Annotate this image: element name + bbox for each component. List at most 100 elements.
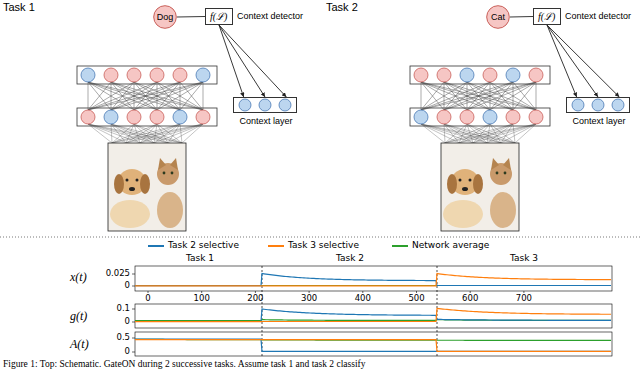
- context-neuron: [259, 99, 271, 111]
- connection-line: [515, 124, 536, 143]
- connector: [177, 16, 205, 18]
- connection-line: [180, 124, 182, 143]
- connection-line: [513, 82, 536, 110]
- connection-line: [513, 124, 515, 143]
- figure-caption: Figure 1: Top: Schematic. GateON during …: [3, 360, 365, 370]
- context-neuron: [612, 99, 624, 111]
- connection-line: [134, 124, 182, 143]
- layer-label: Context layer: [239, 117, 292, 126]
- plot-frame: [135, 304, 612, 328]
- connection-line: [88, 82, 134, 110]
- connection-line: [88, 82, 157, 110]
- neuron: [460, 68, 474, 82]
- input-image: [441, 143, 519, 231]
- phase-label: Task 2: [335, 254, 365, 263]
- connector-line: [510, 16, 533, 18]
- tick-label: 100: [194, 294, 210, 303]
- connection-line: [459, 124, 536, 143]
- tick-mark: [470, 291, 471, 293]
- data-curve: [135, 309, 611, 321]
- detector-box: f(ℒ)Context detector: [533, 8, 561, 25]
- connection-line: [134, 124, 168, 143]
- connection-line: [111, 124, 126, 143]
- connector-line: [177, 16, 205, 18]
- tick-mark: [132, 274, 135, 275]
- cat-eye: [504, 172, 507, 175]
- connector: [547, 25, 619, 97]
- connection-line: [88, 124, 126, 143]
- legend-entry: Network average: [392, 241, 489, 250]
- connection-line: [88, 82, 203, 110]
- connection-line: [111, 124, 154, 143]
- connection-line: [421, 124, 515, 143]
- connection-line: [421, 82, 422, 110]
- dog-nose: [129, 187, 135, 191]
- connection-line: [444, 82, 536, 110]
- layer-box: [77, 108, 217, 126]
- connection-line: [111, 124, 112, 143]
- connection-line: [88, 82, 111, 110]
- connection-line: [180, 82, 203, 110]
- cat-ear: [503, 158, 511, 170]
- connection-line: [134, 82, 203, 110]
- neuron: [150, 68, 164, 82]
- connection-line: [88, 82, 134, 110]
- context-neuron: [239, 99, 251, 111]
- legend-text: Network average: [412, 241, 489, 250]
- input-image: [108, 143, 186, 231]
- tick-mark: [523, 291, 524, 293]
- connection-line: [157, 124, 168, 143]
- tick-mark: [148, 291, 149, 293]
- data-curve: [135, 274, 611, 286]
- plot-frame: [135, 332, 612, 356]
- connection-line: [490, 82, 536, 110]
- neuron: [483, 68, 497, 82]
- dog-ear: [447, 174, 457, 194]
- neuron: [460, 110, 474, 124]
- connection-line: [111, 124, 182, 143]
- tick-label: 200: [247, 294, 263, 303]
- connection-line: [88, 82, 89, 110]
- connection-line: [168, 124, 203, 143]
- connection-line: [88, 82, 157, 110]
- cat-body: [490, 192, 516, 228]
- neuron: [104, 110, 118, 124]
- tick-label: 0: [125, 347, 130, 356]
- connection-line: [421, 82, 536, 110]
- connector-line: [219, 25, 244, 97]
- dog-ear: [473, 174, 483, 194]
- cat-ear: [158, 158, 166, 170]
- cat-eye: [496, 172, 499, 175]
- connection-line: [111, 124, 168, 143]
- neuron: [529, 68, 543, 82]
- circle-shape: [487, 6, 510, 29]
- separator-line: [0, 237, 640, 238]
- dog-body: [443, 200, 483, 228]
- legend-text: Task 3 selective: [288, 241, 359, 250]
- detector-box: f(ℒ)Context detector: [205, 8, 233, 25]
- neuron: [506, 110, 520, 124]
- tick-label: 400: [355, 294, 371, 303]
- data-curve: [135, 308, 611, 321]
- neuron: [173, 68, 187, 82]
- side-label: Context detector: [565, 12, 631, 21]
- tick-label: 0: [125, 281, 130, 290]
- connector-line: [219, 25, 265, 97]
- neuron: [104, 68, 118, 82]
- context-neuron: [572, 99, 584, 111]
- layer-box: [410, 66, 550, 84]
- dog-eye: [469, 179, 472, 182]
- connection-line: [421, 82, 467, 110]
- label-circle: Cat: [486, 5, 510, 29]
- connection-line: [444, 124, 487, 143]
- connector-line: [547, 25, 598, 97]
- legend-entry: Task 3 selective: [268, 241, 359, 250]
- neuron: [483, 110, 497, 124]
- connection-line: [421, 82, 444, 110]
- node-label: Dog: [157, 12, 174, 22]
- connection-line: [444, 124, 501, 143]
- layer-label: Context layer: [572, 117, 625, 126]
- connection-line: [536, 82, 537, 110]
- legend-entry: Task 2 selective: [148, 241, 239, 250]
